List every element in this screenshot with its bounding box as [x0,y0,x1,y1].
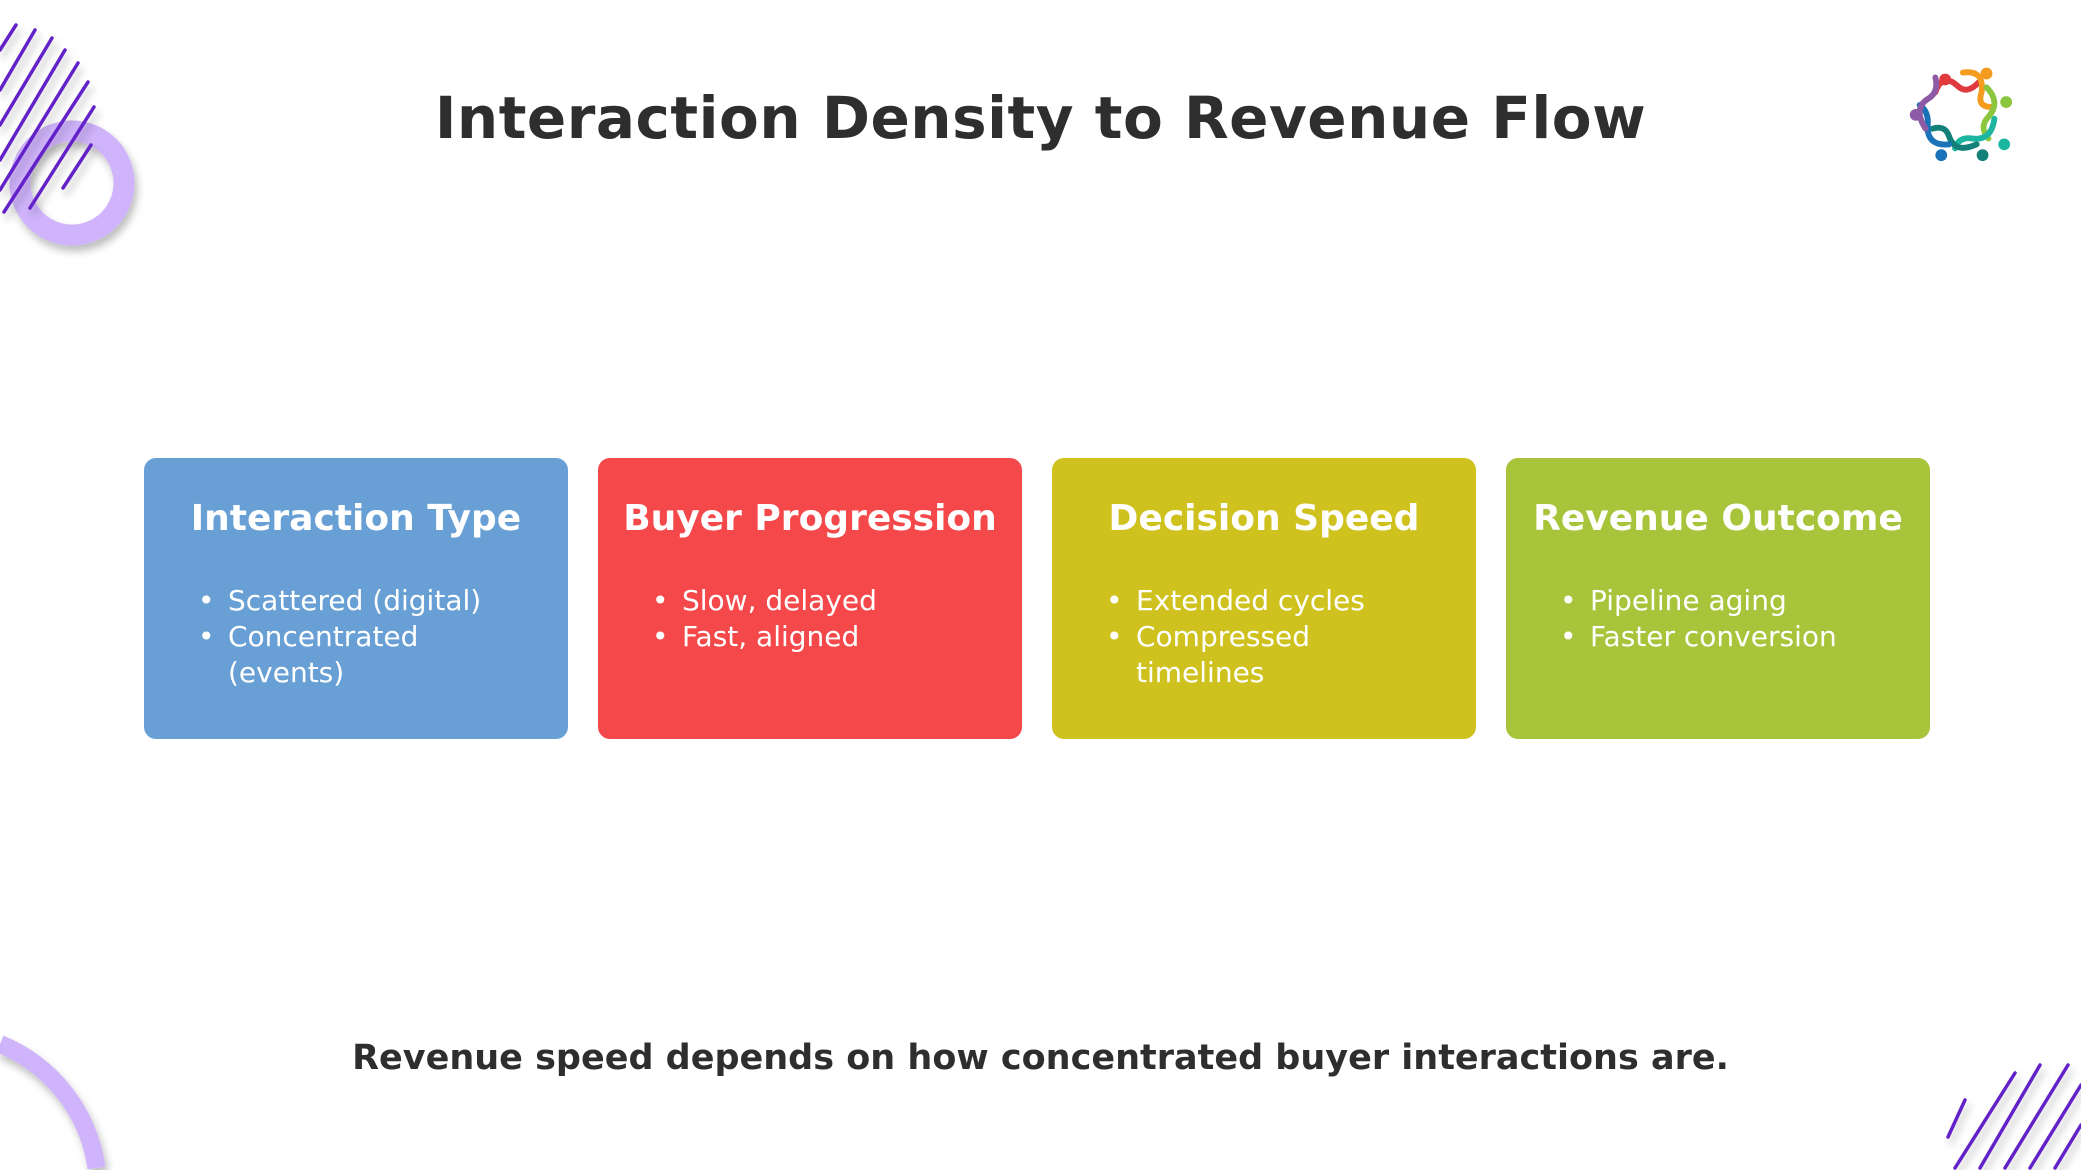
bullet-item: Concentrated (events) [198,619,418,691]
card-bullets: Extended cycles Compressed timelines [1052,583,1476,691]
card-bullets: Slow, delayed Fast, aligned [598,583,1022,655]
stripes-bottom-right [1946,1063,2081,1170]
ring-bottom-left [0,1035,106,1170]
card-interaction-type: Interaction Type Scattered (digital) Con… [144,458,568,739]
bullet-item: Faster conversion [1560,619,1930,655]
card-bullets: Pipeline aging Faster conversion [1506,583,1930,655]
card-bullets: Scattered (digital) Concentrated (events… [144,583,568,691]
ring-top-left [9,120,135,246]
card-title: Buyer Progression [623,498,997,539]
bullet-item: Scattered (digital) [198,583,568,619]
bullet-item: Slow, delayed [652,583,1022,619]
summary-statement: Revenue speed depends on how concentrate… [352,1038,1729,1078]
bullet-item: Extended cycles [1106,583,1476,619]
page-title: Interaction Density to Revenue Flow [434,84,1647,152]
bullet-item: Pipeline aging [1560,583,1930,619]
card-title: Interaction Type [190,498,522,539]
card-buyer-progression: Buyer Progression Slow, delayed Fast, al… [598,458,1022,739]
card-decision-speed: Decision Speed Extended cycles Compresse… [1052,458,1476,739]
card-revenue-outcome: Revenue Outcome Pipeline aging Faster co… [1506,458,1930,739]
card-title: Revenue Outcome [1533,498,1903,539]
stripes-top-left [0,23,96,214]
flow-cards: Interaction Type Scattered (digital) Con… [144,458,1930,739]
card-title: Decision Speed [1108,498,1420,539]
bullet-item: Compressed timelines [1106,619,1336,691]
community-logo-icon [1909,67,2013,162]
bullet-item: Fast, aligned [652,619,1022,655]
